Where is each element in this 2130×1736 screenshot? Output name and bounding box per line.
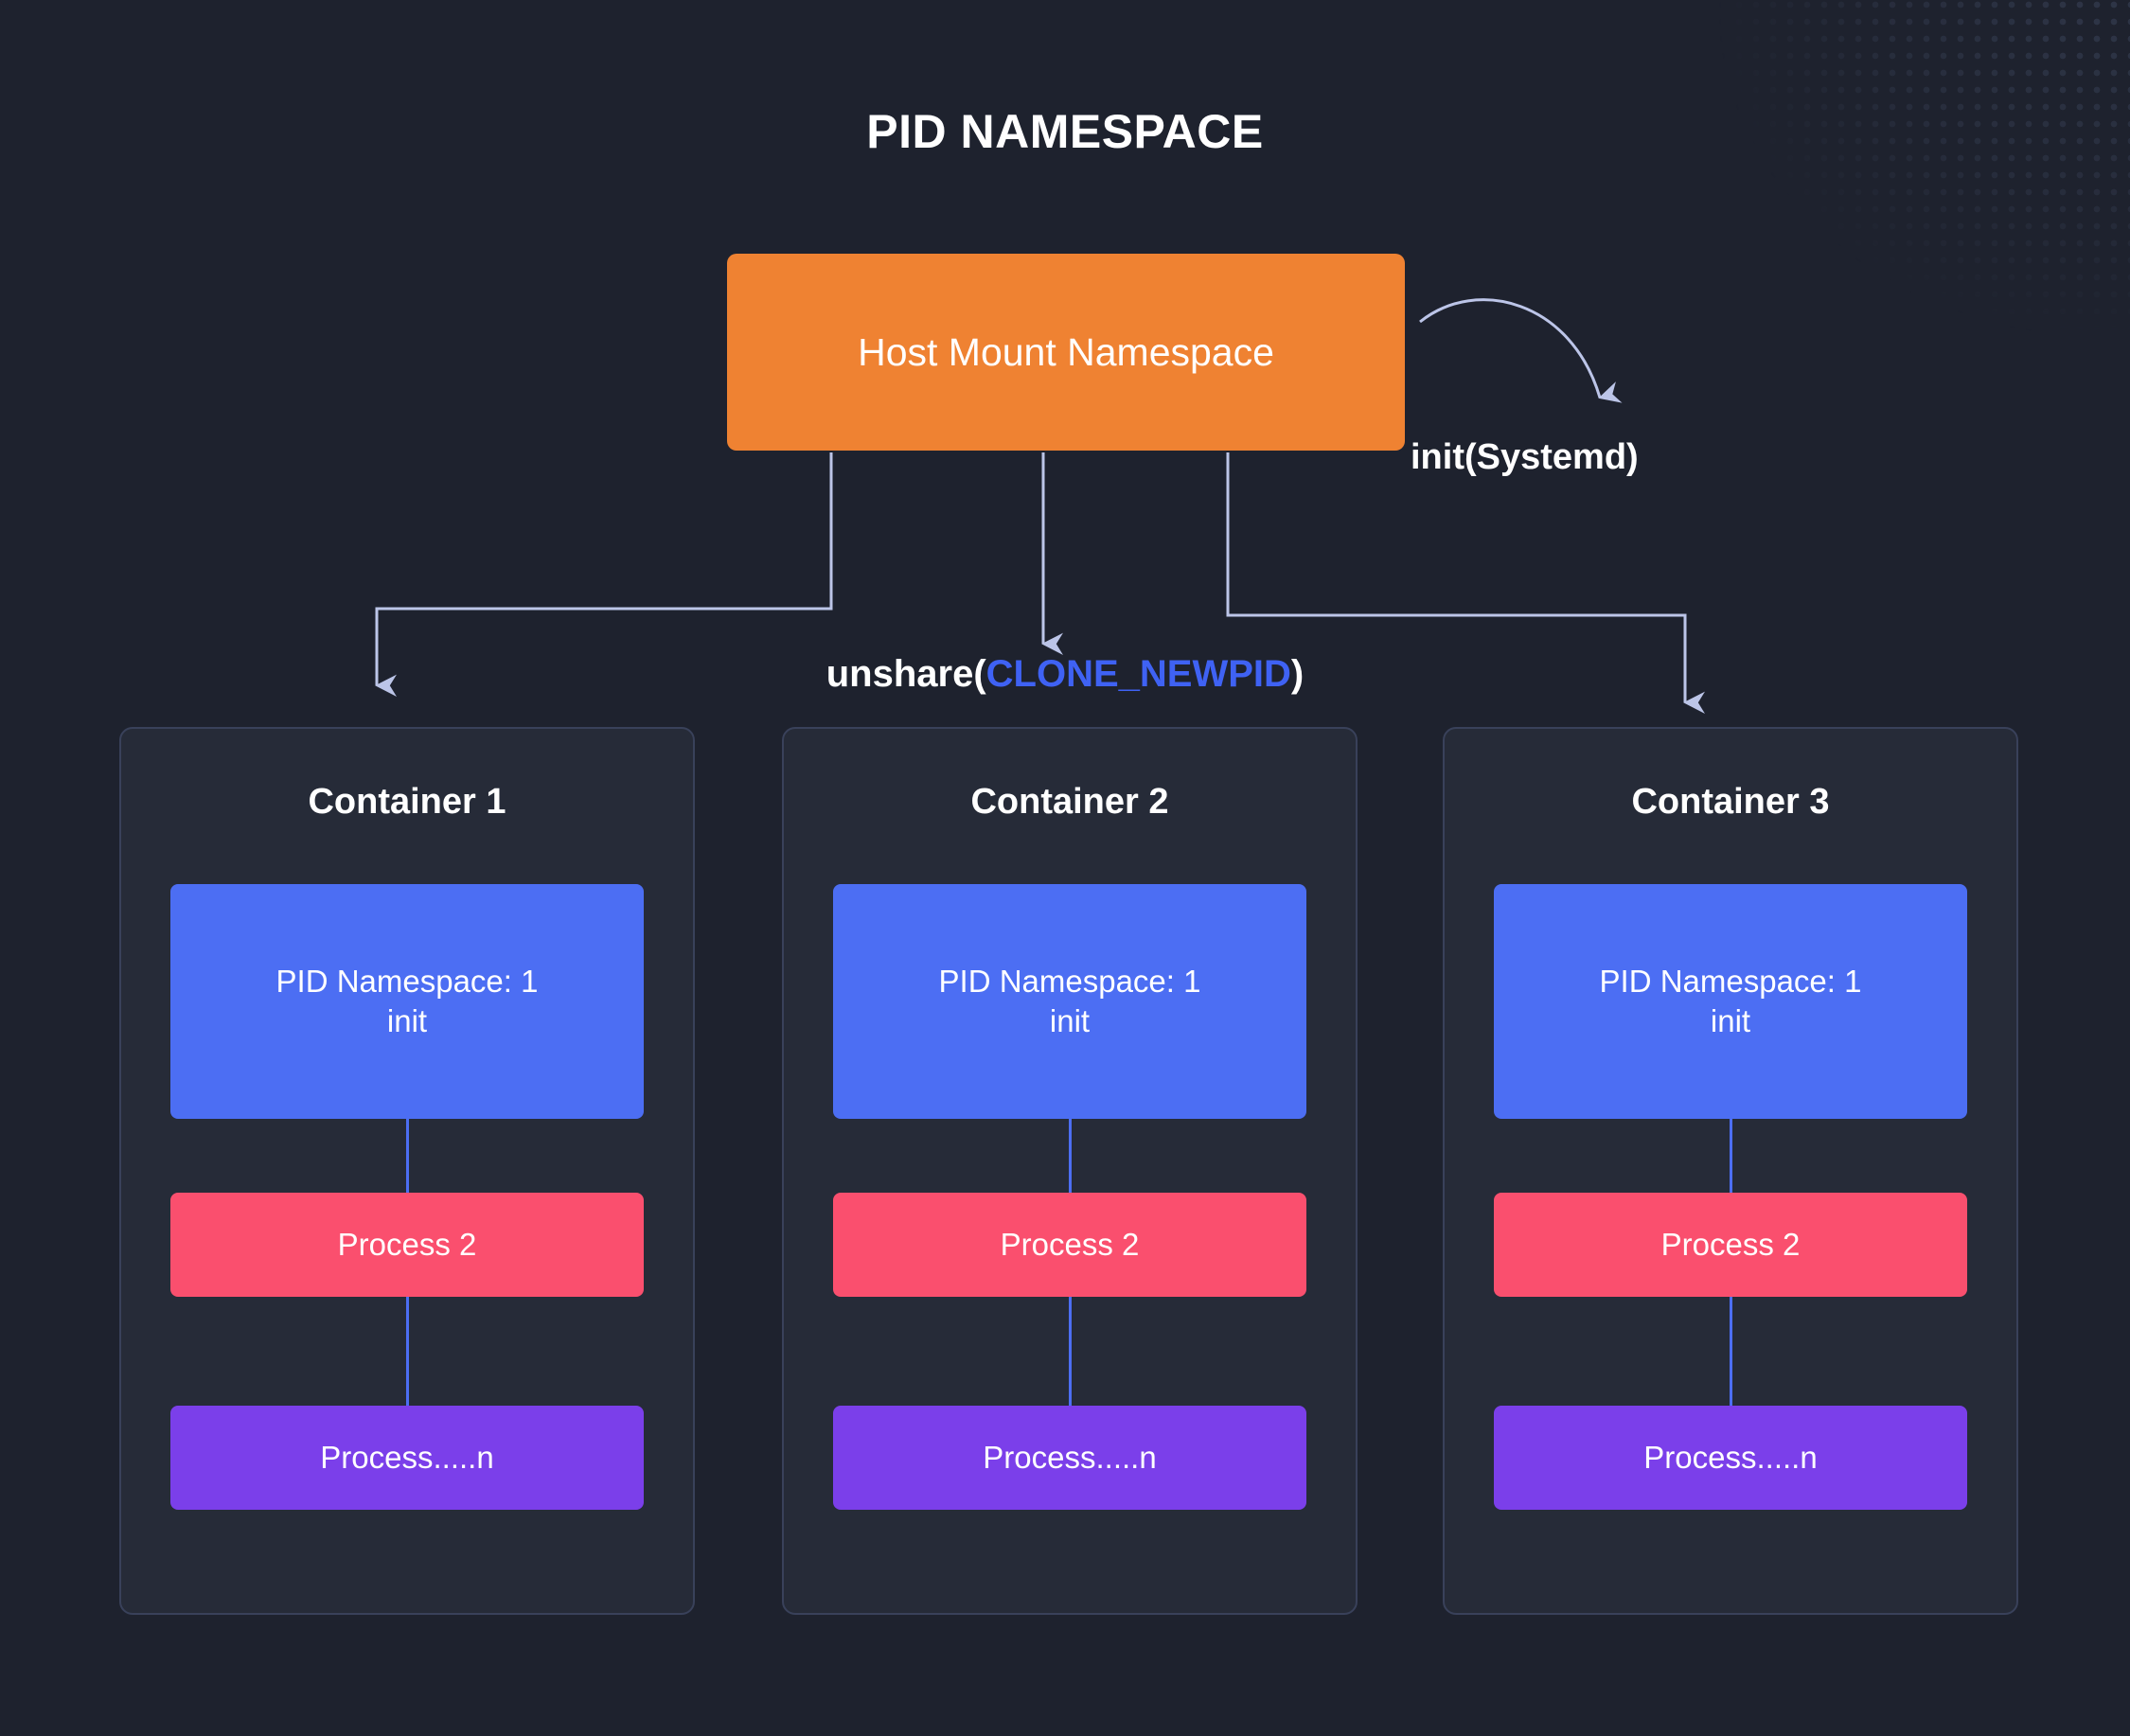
container-2-title: Container 2: [970, 782, 1169, 822]
clone-newpid-flag: CLONE_NEWPID: [985, 653, 1291, 695]
container-2-pid-role-label: init: [1049, 1003, 1091, 1038]
container-panel-1: Container 1 PID Namespace: 1 init Proces…: [119, 727, 695, 1615]
container-2-process-2-box: Process 2: [833, 1193, 1306, 1297]
container-panel-2: Container 2 PID Namespace: 1 init Proces…: [782, 727, 1358, 1615]
unshare-suffix: ): [1290, 653, 1305, 695]
container-3-process-2-label: Process 2: [1660, 1226, 1801, 1262]
host-mount-namespace-label: Host Mount Namespace: [858, 329, 1274, 374]
connector-host-to-container-1: [375, 452, 833, 698]
container-1-connector-process2-to-processn: [405, 1297, 409, 1406]
container-3-connector-process2-to-processn: [1729, 1297, 1732, 1406]
container-panel-3: Container 3 PID Namespace: 1 init Proces…: [1443, 727, 2018, 1615]
container-3-process-n-box: Process.....n: [1494, 1406, 1967, 1510]
container-2-process-n-box: Process.....n: [833, 1406, 1306, 1510]
container-1-process-2-box: Process 2: [170, 1193, 644, 1297]
container-3-pid-namespace-label: PID Namespace: 1: [1599, 963, 1862, 999]
container-1-pid-role-label: init: [386, 1003, 428, 1038]
container-1-process-2-label: Process 2: [337, 1226, 477, 1262]
container-2-process-2-label: Process 2: [1000, 1226, 1140, 1262]
container-1-title: Container 1: [308, 782, 506, 822]
container-1-pid-namespace-label: PID Namespace: 1: [275, 963, 539, 999]
connector-host-init-curve: [1419, 298, 1623, 403]
container-1-pid-namespace-box: PID Namespace: 1 init: [170, 884, 644, 1119]
unshare-prefix: unshare(: [825, 653, 986, 695]
page-title: PID NAMESPACE: [866, 105, 1264, 158]
container-2-pid-namespace-label: PID Namespace: 1: [938, 963, 1201, 999]
container-2-connector-process2-to-processn: [1068, 1297, 1072, 1406]
host-mount-namespace-box: Host Mount Namespace: [727, 254, 1405, 451]
container-3-pid-namespace-box: PID Namespace: 1 init: [1494, 884, 1967, 1119]
container-3-process-2-box: Process 2: [1494, 1193, 1967, 1297]
unshare-syscall-label: unshare(CLONE_NEWPID): [0, 653, 2130, 696]
container-3-process-n-label: Process.....n: [1643, 1439, 1818, 1475]
container-1-connector-pid-to-process2: [405, 1119, 409, 1193]
container-2-process-n-label: Process.....n: [983, 1439, 1157, 1475]
container-2-pid-namespace-box: PID Namespace: 1 init: [833, 884, 1306, 1119]
container-3-connector-pid-to-process2: [1729, 1119, 1732, 1193]
container-3-title: Container 3: [1631, 782, 1830, 822]
init-systemd-label: init(Systemd): [1411, 437, 1639, 477]
container-3-pid-role-label: init: [1710, 1003, 1751, 1038]
container-1-process-n-label: Process.....n: [320, 1439, 494, 1475]
container-1-process-n-box: Process.....n: [170, 1406, 644, 1510]
container-2-connector-pid-to-process2: [1068, 1119, 1072, 1193]
